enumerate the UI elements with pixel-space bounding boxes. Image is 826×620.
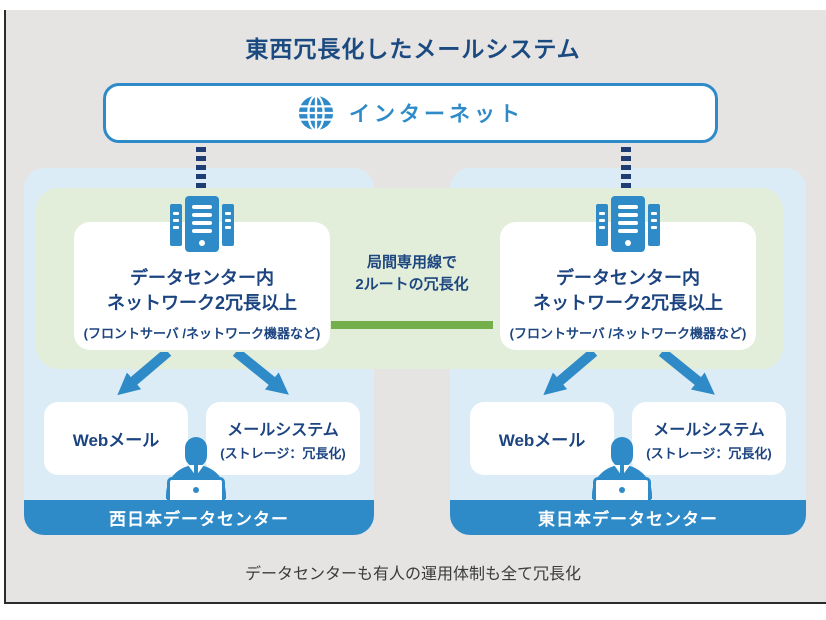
arrow-down-right-icon (232, 352, 289, 395)
mailsystem-note: (ストレージ：冗長化) (646, 445, 772, 461)
operator-icon (590, 437, 654, 503)
interconnect-line (331, 321, 493, 329)
network-note: (フロントサーバ /ネットワーク機器など) (83, 326, 321, 341)
webmail-label: Webメール (498, 431, 586, 450)
laptop-icon (167, 477, 225, 503)
mailsystem-box: メールシステム (ストレージ：冗長化) (632, 402, 786, 475)
arrow-down-left-icon (117, 352, 172, 396)
mailsystem-label: メールシステム (653, 421, 765, 439)
network-note: (フロントサーバ /ネットワーク機器など) (509, 326, 747, 341)
webmail-box: Webメール (470, 402, 614, 475)
internet-box: インターネット (103, 83, 718, 143)
datacenter-name-bar: 東日本データセンター (450, 500, 806, 535)
operator-icon (164, 437, 228, 503)
footer-note: データセンターも有人の運用体制も全て冗長化 (244, 566, 581, 583)
datacenter-name: 東日本データセンター (538, 510, 718, 529)
datacenter-name-bar: 西日本データセンター (24, 500, 374, 535)
webmail-box: Webメール (44, 402, 188, 475)
server-icon (170, 196, 234, 252)
mailsystem-label: メールシステム (227, 421, 339, 439)
split-arrows (117, 352, 289, 396)
laptop-icon (593, 477, 651, 503)
mailsystem-box: メールシステム (ストレージ：冗長化) (206, 402, 360, 475)
mailsystem-note: (ストレージ：冗長化) (220, 445, 346, 461)
network-title: データセンター内 ネットワーク2冗長以上 (532, 268, 723, 313)
network-title: データセンター内 ネットワーク2冗長以上 (106, 268, 297, 313)
globe-icon (298, 94, 334, 132)
page-title: 東西冗長化したメールシステム (245, 36, 581, 62)
server-icon (596, 196, 660, 252)
arrow-down-left-icon (543, 352, 598, 396)
dashed-link-icon (621, 147, 631, 189)
arrow-down-right-icon (658, 352, 715, 395)
webmail-label: Webメール (72, 431, 160, 450)
interconnect-label: 局間専用線で 2ルートの冗長化 (355, 254, 469, 293)
internet-label: インターネット (349, 103, 524, 126)
dashed-link-icon (196, 147, 206, 189)
split-arrows (543, 352, 715, 396)
datacenter-name: 西日本データセンター (109, 510, 289, 529)
